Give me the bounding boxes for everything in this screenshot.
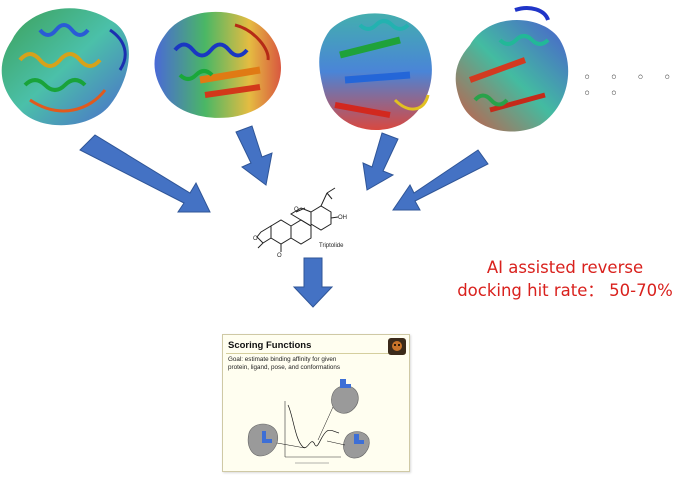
- receptor-bound-left: [247, 423, 306, 457]
- protein-structure-4: [455, 6, 569, 132]
- arrow-protein1-to-ligand: [79, 134, 211, 213]
- protein-structure-2: [154, 11, 282, 118]
- card-goal-line1: Goal: estimate binding affinity for give…: [228, 356, 337, 363]
- arrow-protein3-to-ligand: [362, 132, 399, 191]
- arrow-protein2-to-ligand: [235, 125, 273, 186]
- card-goal: Goal: estimate binding affinity for give…: [228, 356, 378, 372]
- more-proteins-ellipsis: ◦ ◦ ◦ ◦ ◦ ◦: [583, 70, 679, 102]
- svg-text:O: O: [294, 207, 299, 213]
- molecule-name: Triptolide: [319, 243, 344, 249]
- ai-text-line1: AI assisted reverse: [486, 258, 644, 277]
- docking-illustration: [247, 338, 406, 464]
- receptor-partial-right: [326, 431, 370, 459]
- card-title: Scoring Functions: [228, 340, 312, 351]
- triptolide-structure: [256, 187, 339, 252]
- protein-structure-1: [1, 8, 129, 126]
- receptor-unbound-top: [317, 379, 359, 441]
- card-divider: [226, 353, 406, 354]
- arrow-ligand-to-scoring: [292, 257, 334, 308]
- scoring-functions-card: Scoring Functions Goal: estimate binding…: [222, 334, 410, 472]
- energy-curve-plot: [284, 401, 341, 464]
- protein-structure-3: [319, 13, 432, 131]
- ai-text-line2: docking hit rate： 50-70%: [457, 281, 673, 300]
- arrow-protein4-to-ligand: [392, 149, 489, 211]
- card-goal-line2: protein, ligand, pose, and conformations: [228, 364, 341, 371]
- mascot-icon: [388, 338, 406, 355]
- svg-text:O: O: [253, 236, 258, 242]
- ai-hit-rate-text: AI assisted reverse docking hit rate： 50…: [440, 256, 680, 302]
- svg-text:O: O: [277, 253, 282, 259]
- svg-text:OH: OH: [338, 215, 347, 221]
